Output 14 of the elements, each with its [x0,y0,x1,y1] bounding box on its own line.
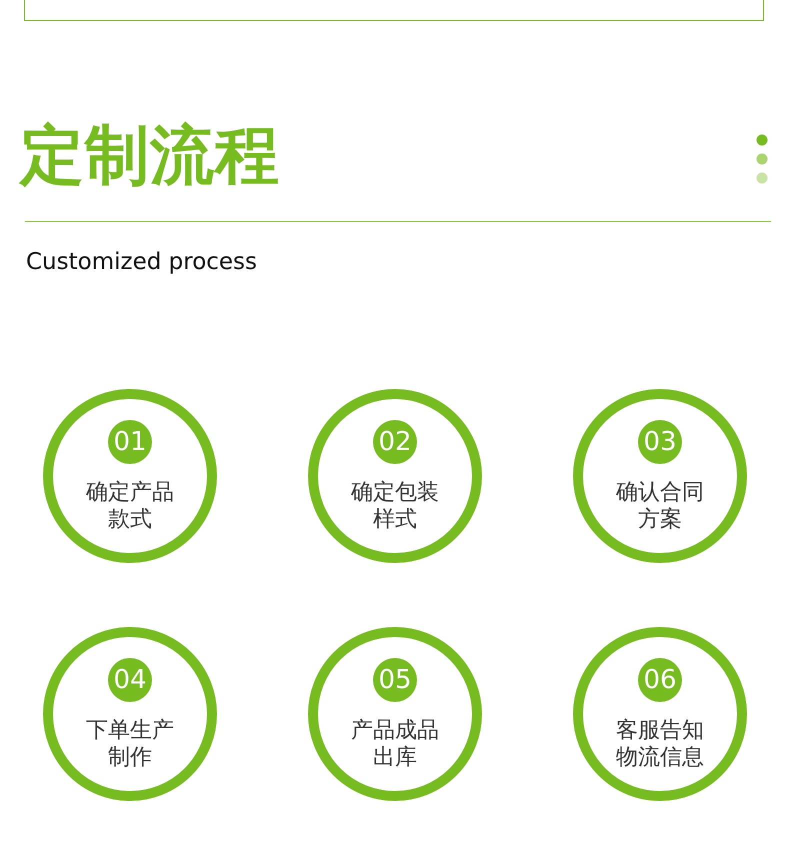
step-label: 确定产品款式 [85,479,175,533]
subtitle: Customized process [26,248,258,276]
step-number: 02 [373,420,417,464]
step-number: 01 [108,420,152,464]
step-label: 产品成品出库 [350,717,440,771]
step-label: 确认合同方案 [615,479,705,533]
step-label: 下单生产制作 [85,717,175,771]
step-number: 06 [638,658,682,702]
step-number: 04 [108,658,152,702]
step-number: 03 [638,420,682,464]
step-label: 确定包装样式 [350,479,440,533]
step-label: 客服告知物流信息 [615,717,705,771]
step-number: 05 [373,658,417,702]
title: 定制流程 [20,120,280,192]
